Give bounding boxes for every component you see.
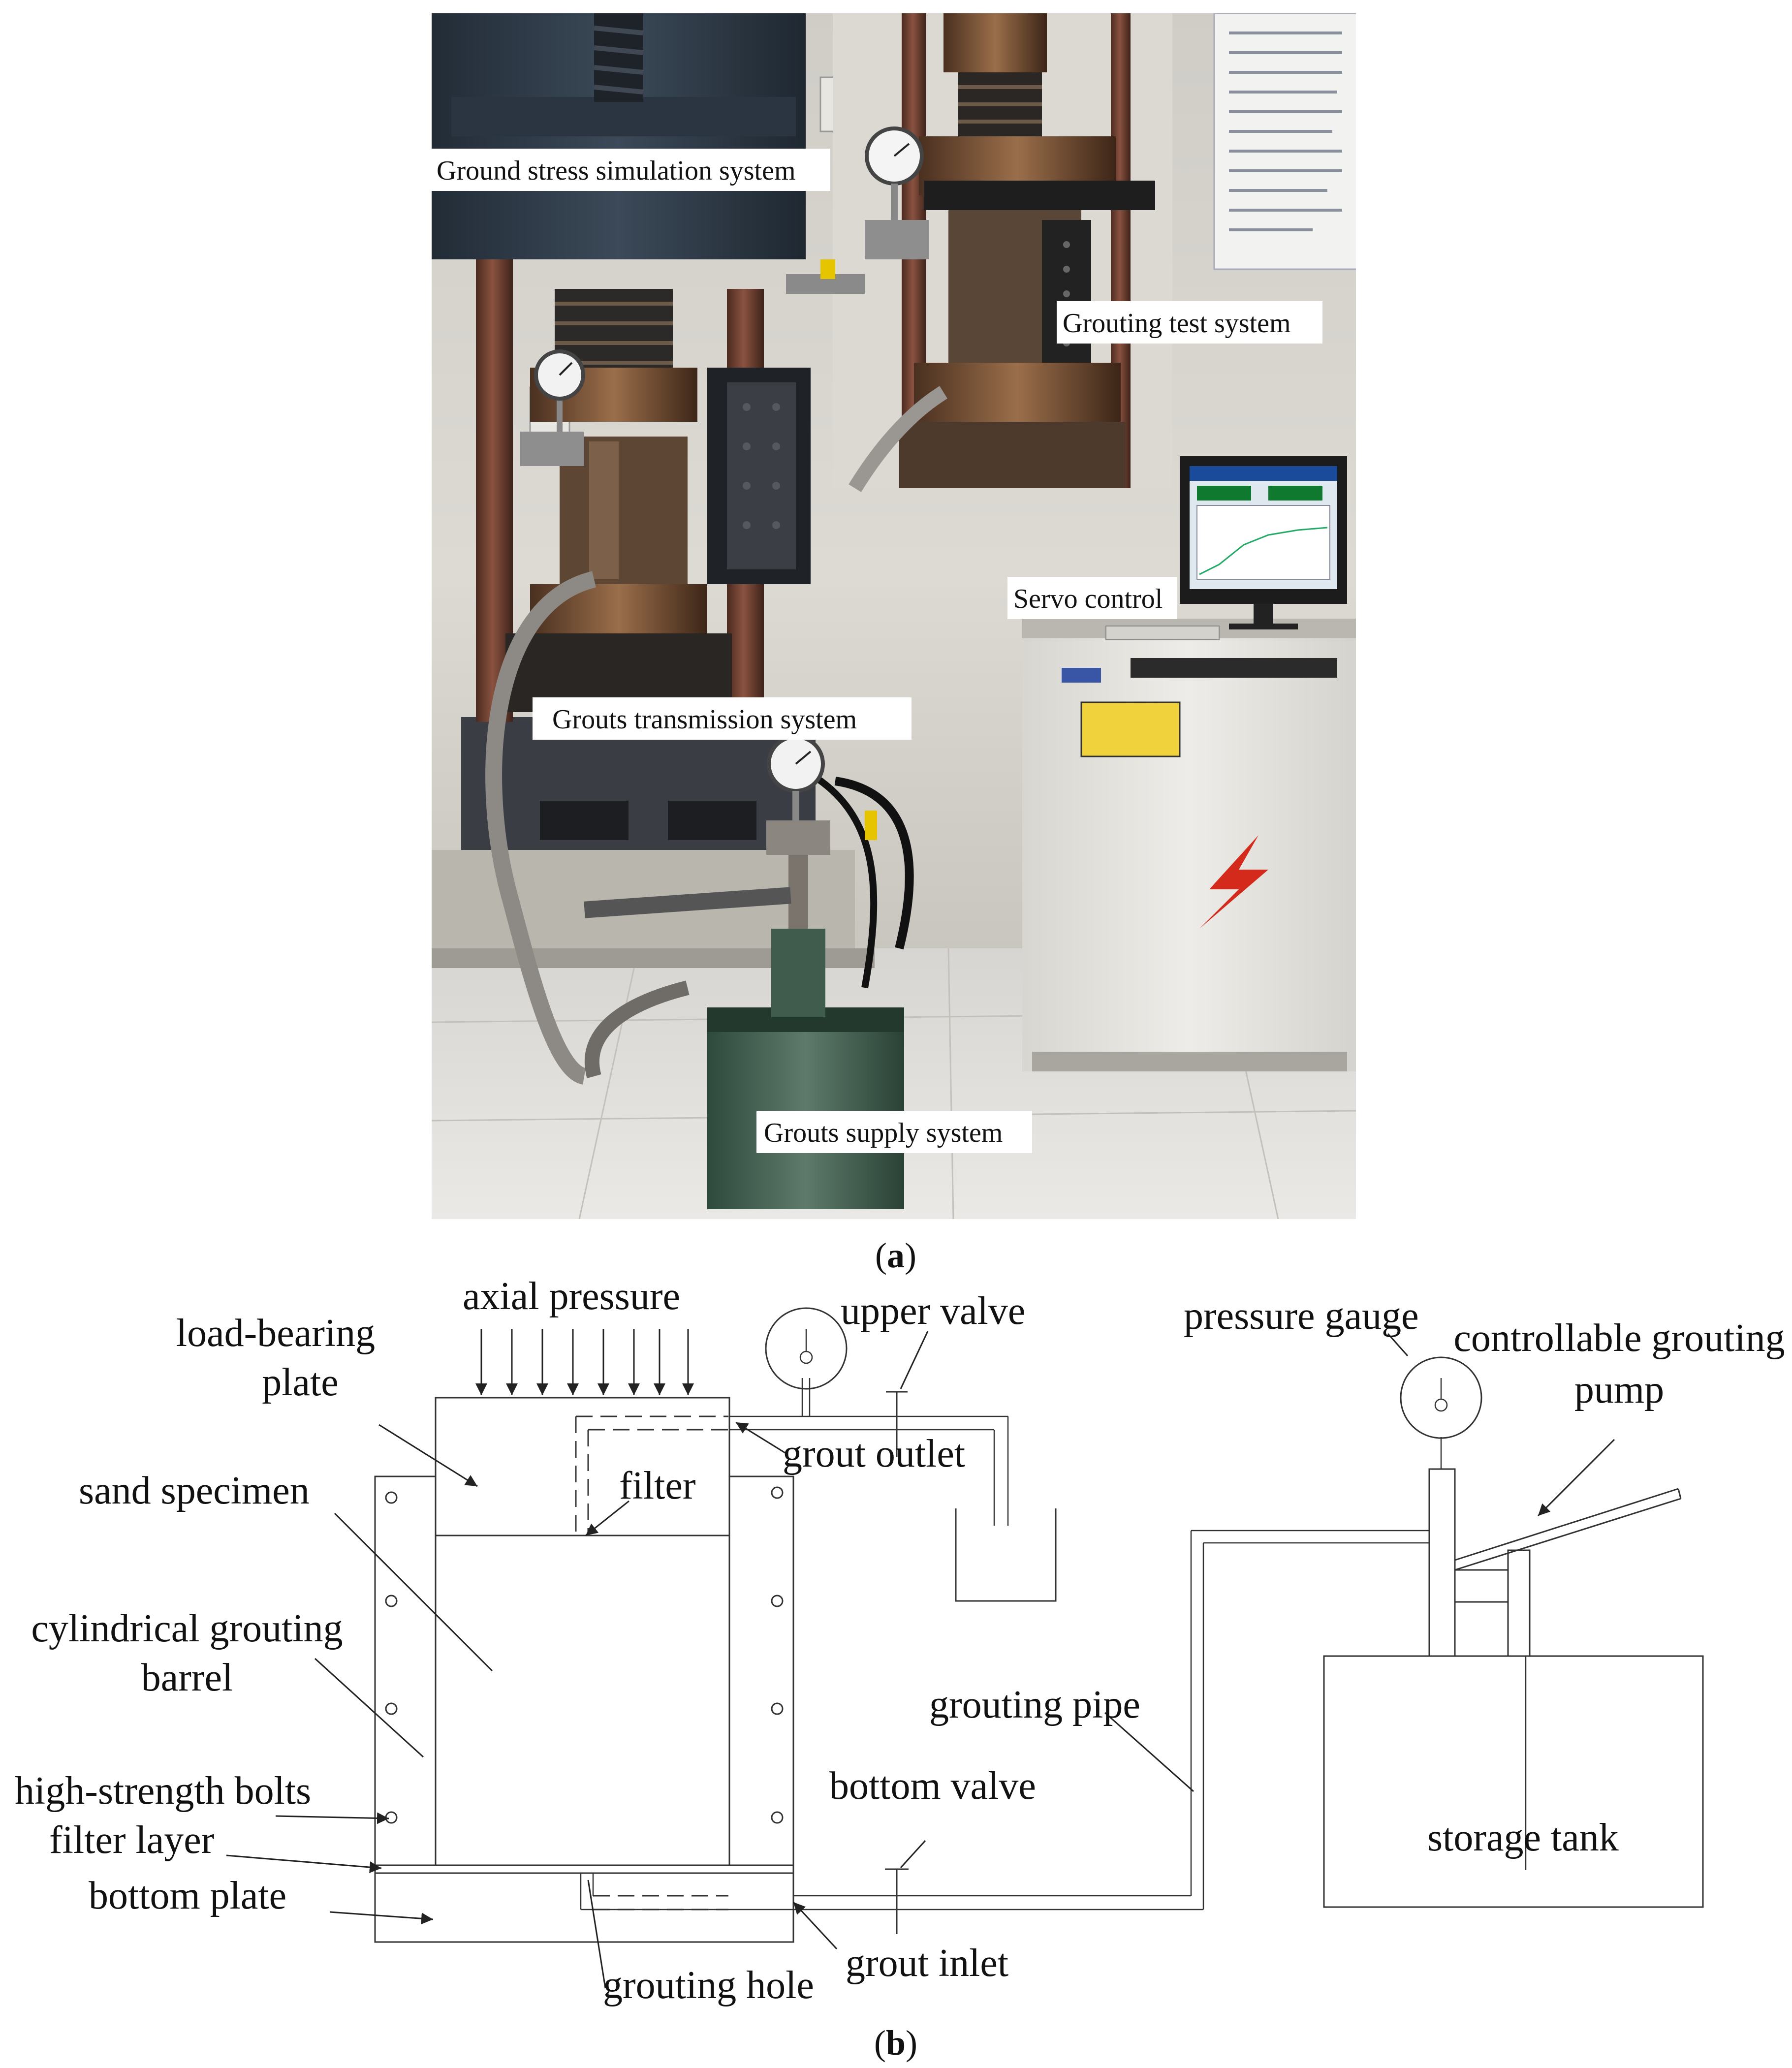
caption-b: (b)	[874, 2023, 917, 2063]
label-servo-control-text: Servo control	[1013, 584, 1163, 614]
supply-tank	[707, 1007, 904, 1209]
outlet-pipe	[729, 1378, 1009, 1526]
warning-bolt-icon	[1199, 835, 1268, 929]
grout-inlet-channel	[580, 1873, 793, 1911]
label-upper-valve: upper valve	[841, 1289, 1025, 1333]
label-servo-control: Servo control	[1007, 577, 1177, 619]
label-grouting-test-text: Grouting test system	[1063, 308, 1291, 339]
outlet-pressure-gauge-icon	[765, 1307, 848, 1390]
servo-monitor	[1180, 456, 1347, 629]
label-grouts-transmission-text: Grouts transmission system	[552, 704, 857, 735]
notice-text-lines	[1229, 31, 1342, 231]
label-load-bearing-2: plate	[262, 1361, 338, 1404]
label-sand-specimen: sand specimen	[79, 1469, 310, 1512]
cabinet-drawer	[1131, 658, 1337, 678]
collection-beaker	[955, 1508, 1057, 1602]
label-cylindrical-2: barrel	[141, 1656, 233, 1699]
label-filter: filter	[619, 1464, 695, 1507]
label-axial-pressure: axial pressure	[463, 1275, 680, 1318]
middle-pressure-gauge-icon	[534, 349, 585, 432]
label-load-bearing-1: load-bearing	[176, 1312, 375, 1355]
label-controllable-grouting-1: controllable grouting	[1453, 1316, 1785, 1360]
sand-specimen-shape	[435, 1535, 730, 1866]
pump-handle	[584, 887, 791, 918]
cable-black	[834, 777, 914, 950]
filter-layer-shape	[374, 1864, 794, 1874]
grouting-pump-shape	[1428, 1437, 1682, 1870]
wall-notice	[1213, 13, 1356, 270]
lab-photo: Ground stress simulation system Grouting…	[432, 13, 1356, 1219]
storage-tank-shape	[1323, 1655, 1704, 1908]
servo-cabinet	[1022, 619, 1356, 1071]
top-screw	[594, 13, 644, 102]
bottom-plate-shape	[374, 1872, 794, 1943]
lower-pressure-gauge-icon	[767, 735, 825, 820]
upper-valve-icon	[886, 1391, 908, 1457]
inset-photo	[786, 13, 1172, 492]
label-ground-stress-text: Ground stress simulation system	[437, 156, 796, 186]
label-cylindrical-1: cylindrical grouting	[31, 1607, 343, 1650]
label-bottom-valve: bottom valve	[829, 1764, 1036, 1808]
axial-pressure-arrows	[475, 1329, 694, 1395]
high-strength-bolts	[385, 1486, 784, 1824]
label-grouting-pipe: grouting pipe	[929, 1683, 1140, 1726]
leader-lines	[226, 1331, 1615, 1989]
label-high-strength-bolts: high-strength bolts	[15, 1769, 311, 1813]
pump-pressure-gauge-icon	[1400, 1356, 1482, 1439]
label-grout-inlet: grout inlet	[846, 1942, 1008, 1985]
barrel-right-wall	[728, 1475, 794, 1866]
label-bottom-plate: bottom plate	[89, 1874, 286, 1917]
label-grouts-supply-text: Grouts supply system	[764, 1118, 1003, 1148]
label-grouts-transmission: Grouts transmission system	[533, 697, 912, 740]
caption-a: (a)	[875, 1236, 916, 1275]
label-grouts-supply: Grouts supply system	[756, 1111, 1032, 1153]
keyboard	[1105, 626, 1220, 640]
cabinet-sticker	[1080, 701, 1181, 757]
bottom-valve-icon	[885, 1868, 909, 1934]
label-controllable-grouting-2: pump	[1574, 1368, 1664, 1411]
label-grouting-hole: grouting hole	[603, 1964, 814, 2007]
grout-outlet-channel	[575, 1415, 728, 1535]
label-ground-stress: Ground stress simulation system	[432, 149, 830, 191]
label-storage-tank: storage tank	[1427, 1816, 1619, 1859]
inset-pressure-gauge-icon	[865, 126, 924, 220]
grouting-pipe-shape	[793, 1530, 1429, 1911]
hose-right	[584, 980, 690, 1078]
barrel-left-wall	[374, 1475, 437, 1866]
hose-left	[485, 571, 597, 1085]
label-grouting-test: Grouting test system	[1057, 301, 1322, 344]
label-filter-layer: filter layer	[49, 1818, 214, 1862]
cabinet-logo	[1062, 668, 1101, 683]
label-pressure-gauge: pressure gauge	[1184, 1294, 1419, 1338]
label-grout-outlet: grout outlet	[783, 1432, 965, 1475]
